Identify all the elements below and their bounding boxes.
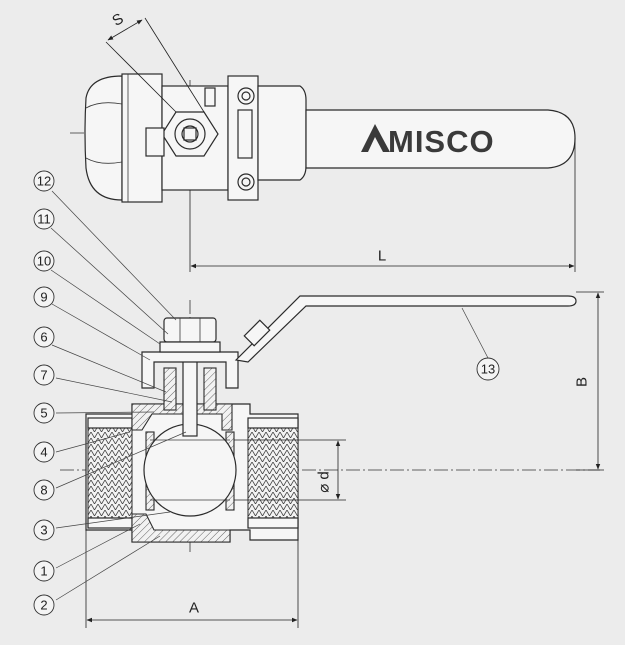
section-view: B ⌀ d A: [60, 291, 604, 628]
top-stop-pin: [204, 87, 216, 107]
svg-text:6: 6: [40, 330, 47, 345]
svg-text:4: 4: [40, 445, 47, 460]
dim-d-label: ⌀ d: [316, 471, 333, 493]
dim-s-arrow: [107, 19, 143, 41]
dim-a-label: A: [189, 600, 199, 617]
valve-ball: [143, 423, 237, 517]
callout-2: 2: [33, 594, 55, 616]
bolt-hole-top-icon: [237, 87, 255, 105]
svg-text:8: 8: [40, 483, 47, 498]
gland-packing-left: [163, 367, 177, 411]
dim-s-label: S: [109, 10, 126, 30]
brand-text: MISCO: [388, 124, 495, 159]
lever-sleeve: [243, 319, 271, 347]
svg-text:1: 1: [40, 564, 47, 579]
dim-l-label: L: [378, 248, 386, 265]
svg-text:10: 10: [37, 254, 51, 269]
top-left-cap-lines: [85, 102, 123, 164]
svg-text:2: 2: [40, 598, 47, 613]
body-lower-wall: [131, 513, 231, 543]
callout-13: 13: [476, 357, 500, 381]
brand-logo-icon: [361, 124, 390, 152]
lever-bracket: [141, 351, 239, 389]
callout-8: 8: [33, 479, 55, 501]
svg-text:11: 11: [37, 212, 51, 227]
part-callouts: 12 11 10 9 6 7 5 4: [33, 170, 500, 616]
callout-6: 6: [33, 326, 55, 348]
top-stem-block: [237, 109, 253, 159]
top-right-end: [257, 85, 307, 181]
callout-4: 4: [33, 441, 55, 463]
callout-9: 9: [33, 286, 55, 308]
svg-text:9: 9: [40, 290, 47, 305]
callout-11: 11: [33, 208, 55, 230]
stem-nut-side: [163, 317, 217, 343]
svg-text:12: 12: [37, 174, 51, 189]
callout-10: 10: [33, 250, 55, 272]
stem-washer: [159, 341, 221, 353]
top-handle-stop: [145, 127, 165, 157]
callout-1: 1: [33, 560, 55, 582]
bolt-hole-bottom-icon: [237, 173, 255, 191]
svg-text:7: 7: [40, 368, 47, 383]
right-threaded-end: [247, 427, 299, 519]
dim-b-label: B: [574, 377, 591, 387]
svg-text:3: 3: [40, 523, 47, 538]
callout-12: 12: [33, 170, 55, 192]
gland-packing-right: [203, 367, 217, 411]
callout-5: 5: [33, 402, 55, 424]
top-left-end-cap: [84, 75, 123, 201]
svg-text:5: 5: [40, 406, 47, 421]
top-view: MISCO S L: [70, 10, 576, 272]
lever-handle-side: [234, 295, 577, 363]
svg-text:13: 13: [481, 362, 495, 377]
callout-7: 7: [33, 364, 55, 386]
callout-3: 3: [33, 519, 55, 541]
